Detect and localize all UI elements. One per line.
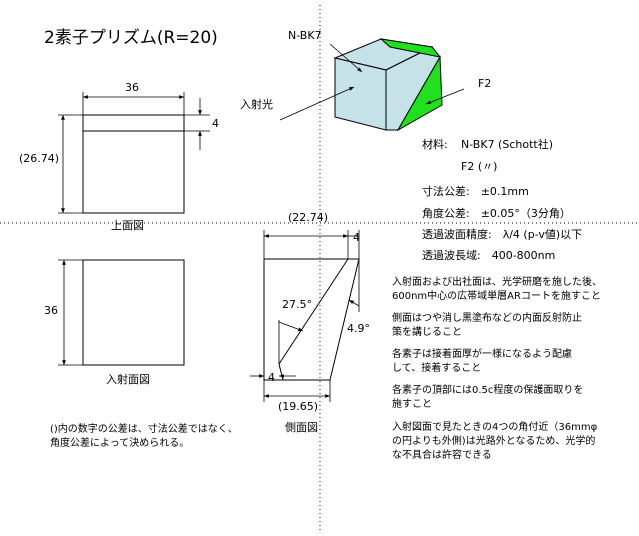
flint-material-label: F2 [478,77,492,90]
flint-leader-line [425,88,465,105]
side-view-angle-small-arrow [348,299,360,307]
spec-angle-tolerance: 角度公差: ±0.05°（3分角） [422,207,571,220]
side-view-right-element-hypotenuse [278,363,284,381]
note-5-line-1: 入射図面で見たときの4つの角付近（36mmφ [392,422,598,433]
side-view-top-chamfer-label: 4 [353,231,360,244]
side-view-angle-large-arrow [278,321,304,332]
side-view-caption: 側面図 [285,421,318,434]
footnote-line-1: ()内の数字の公差は、寸法公差ではなく、 [50,424,238,435]
iso-glass-front-face [334,57,387,131]
iso-flint-side-face [396,55,443,132]
note-1-line-2: 600nm中心の広帯域単層ARコートを施すこと [392,291,601,302]
note-1-line-1: 入射面および出社面は、光学研磨を施した後、 [392,277,602,288]
top-view-width-label: 36 [125,81,139,94]
side-view-angle-large-label: 27.5° [282,298,312,311]
note-3-line-2: して、接着すること [392,363,482,374]
entrance-view-caption: 入射面図 [106,373,150,386]
top-view-chamfer-label: 4 [212,117,219,130]
side-view-outline [263,258,360,381]
entry-light-label: 入射光 [240,98,273,111]
glass-leader-line [329,43,363,73]
entrance-view [58,259,185,366]
side-view-bottom-chamfer-label: 4 [268,371,275,384]
note-4-line-1: 各素子の頂部には0.5c程度の保護面取りを [392,385,584,396]
entrance-view-outline [82,259,185,366]
side-view [250,230,360,402]
spec-wavefront: 透過波面精度: λ/4 (p-v値)以下 [422,228,583,241]
top-view-height-label: (26.74) [19,152,60,165]
side-view-bottom-dim-label: (19.65) [278,400,319,413]
side-view-top-dim-label: (22.74) [288,211,329,224]
spec-wavelength: 透過波長域: 400-800nm [422,249,556,262]
spec-material-value: N-BK7 (Schott社) [461,138,554,151]
entrance-view-size-label: 36 [44,304,58,317]
page-title: 2素子プリズム(R=20) [44,28,218,48]
entry-light-line [279,86,355,121]
note-5-line-3: な不具合は許容できる [392,450,492,461]
note-2-line-1: 側面はつや消し黒塗布などの内面反射防止 [392,313,582,324]
spec-tolerance: 寸法公差: ±0.1mm [422,185,529,198]
side-view-left-element-hypotenuse [278,258,349,365]
note-2-line-2: 策を講じること [392,327,462,338]
top-view-caption: 上面図 [111,219,144,232]
isometric-view [279,38,465,132]
note-4-line-2: 施すこと [392,399,432,410]
glass-material-label: N-BK7 [288,29,322,42]
top-view [58,92,210,214]
spec-material-key: 材料: [422,138,448,151]
note-5-line-2: の円よりも外側)は光路外となるため、光学的 [392,436,596,447]
note-3-line-1: 各素子は接着面厚が一様になるよう配慮 [392,349,572,360]
side-view-angle-small-label: 4.9° [347,322,370,335]
spec-material-value2: F2 (〃) [461,160,498,173]
footnote-line-2: 角度公差によって決められる。 [50,438,190,449]
top-view-outline [82,114,185,214]
